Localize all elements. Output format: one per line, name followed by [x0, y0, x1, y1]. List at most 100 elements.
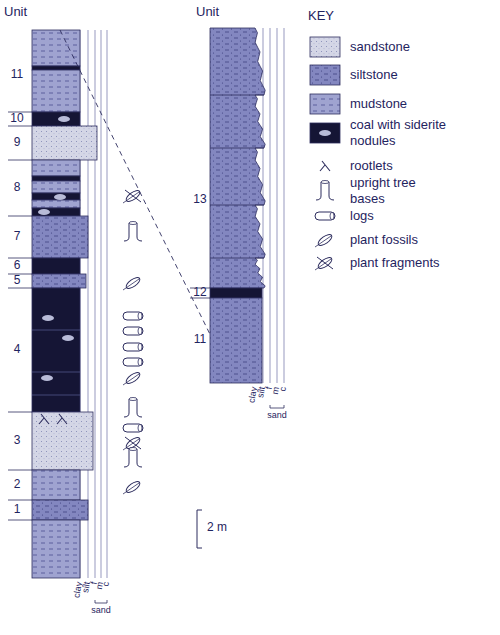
bed-outline	[32, 208, 80, 216]
bed-texture	[32, 160, 80, 176]
legend-swatch-texture	[310, 94, 340, 114]
leaf-midrib	[123, 192, 139, 203]
leaf-midrib	[315, 259, 331, 270]
scale-bar	[197, 510, 202, 548]
bed	[32, 112, 80, 126]
unit-number: 7	[14, 230, 21, 243]
bed-boundary	[210, 205, 264, 206]
log-symbol	[123, 327, 143, 335]
legend-swatch	[310, 94, 340, 114]
bed	[32, 160, 80, 176]
bed-outline	[32, 274, 86, 288]
unit-number: 3	[14, 434, 21, 447]
log-end	[138, 358, 142, 365]
leaf-symbol	[124, 189, 141, 204]
sand-bracket	[270, 405, 284, 408]
legend-swatch-outline	[310, 94, 340, 114]
legend-text: mudstone	[350, 96, 470, 112]
bed-texture	[32, 30, 80, 66]
bed-boundary	[210, 258, 264, 259]
bed	[210, 28, 265, 288]
bed-outline	[32, 70, 80, 112]
unit-number: 6	[14, 259, 21, 272]
legend-text: rootlets	[350, 158, 470, 174]
tree-top	[129, 448, 137, 451]
bed-texture	[210, 28, 265, 288]
bed-texture	[32, 412, 93, 470]
leaf-midrib	[123, 374, 139, 385]
unit-tick	[8, 288, 32, 289]
leaf-symbol	[124, 436, 141, 451]
leaf-midrib	[123, 483, 139, 494]
bed-outline	[32, 160, 80, 176]
coal-parting	[32, 330, 80, 331]
bed-outline	[210, 298, 262, 383]
unit-number: 2	[14, 478, 21, 491]
fragment-cross	[317, 257, 333, 269]
scale-label: 2 m	[207, 521, 227, 534]
bed	[32, 70, 80, 112]
siderite-nodule	[41, 375, 53, 381]
log-end	[138, 312, 142, 319]
unit-number: 4	[14, 343, 21, 356]
bed-outline	[32, 470, 80, 500]
unit-tick	[8, 258, 32, 259]
bed-outline	[32, 258, 80, 274]
unit-number: 11	[11, 68, 23, 81]
tree-base-symbol	[124, 449, 142, 467]
unit-number: 9	[14, 136, 21, 149]
legend-text: plant fossils	[350, 232, 470, 248]
legend-swatch-texture	[310, 65, 340, 85]
grain-size-line	[107, 30, 108, 578]
legend-samples	[310, 37, 340, 270]
unit-number: 12	[193, 286, 206, 299]
bed-texture	[32, 200, 80, 208]
bed	[32, 216, 88, 258]
legend-swatch-outline	[310, 123, 340, 143]
bed	[32, 66, 80, 70]
unit-tick	[8, 470, 32, 471]
log-symbol	[315, 212, 335, 220]
bed	[32, 181, 80, 193]
grain-size-label: sand	[91, 606, 111, 616]
log-end	[138, 343, 142, 350]
legend-text: logs	[350, 208, 470, 224]
grain-size-line	[88, 30, 89, 578]
log-symbol	[123, 424, 143, 432]
legend-text: coal with siderite nodules	[350, 117, 465, 148]
bed	[32, 193, 80, 200]
bed	[32, 520, 80, 578]
unit-number: 11	[194, 333, 206, 346]
bed	[32, 412, 93, 470]
unit-tick	[8, 216, 32, 217]
bed	[32, 126, 97, 160]
unit-tick	[8, 520, 32, 521]
unit-tick	[8, 126, 32, 127]
bed-boundary	[210, 148, 264, 149]
bed-outline	[210, 28, 265, 288]
siderite-nodule	[62, 335, 74, 341]
bed	[32, 176, 80, 181]
log-symbol	[123, 358, 143, 366]
legend-text: upright tree bases	[350, 175, 435, 206]
fragment-cross	[125, 190, 141, 202]
bed	[32, 500, 88, 520]
bed	[32, 288, 80, 412]
bed-texture	[32, 470, 80, 500]
legend-swatch-texture	[310, 37, 340, 57]
unit-number: 13	[193, 193, 206, 206]
key-heading: KEY	[308, 9, 334, 23]
bed-outline	[32, 193, 80, 200]
left-column	[8, 30, 107, 603]
leaf-midrib	[315, 236, 331, 247]
bed-outline	[32, 200, 80, 208]
unit-tick	[8, 160, 32, 161]
siderite-nodule	[42, 315, 54, 321]
bed-outline	[32, 126, 97, 160]
grain-size-line	[284, 28, 285, 383]
legend-swatch-outline	[310, 65, 340, 85]
bed	[32, 470, 80, 500]
legend-swatch	[310, 65, 340, 85]
log-end	[330, 212, 334, 219]
tree-base-symbol	[316, 182, 334, 200]
